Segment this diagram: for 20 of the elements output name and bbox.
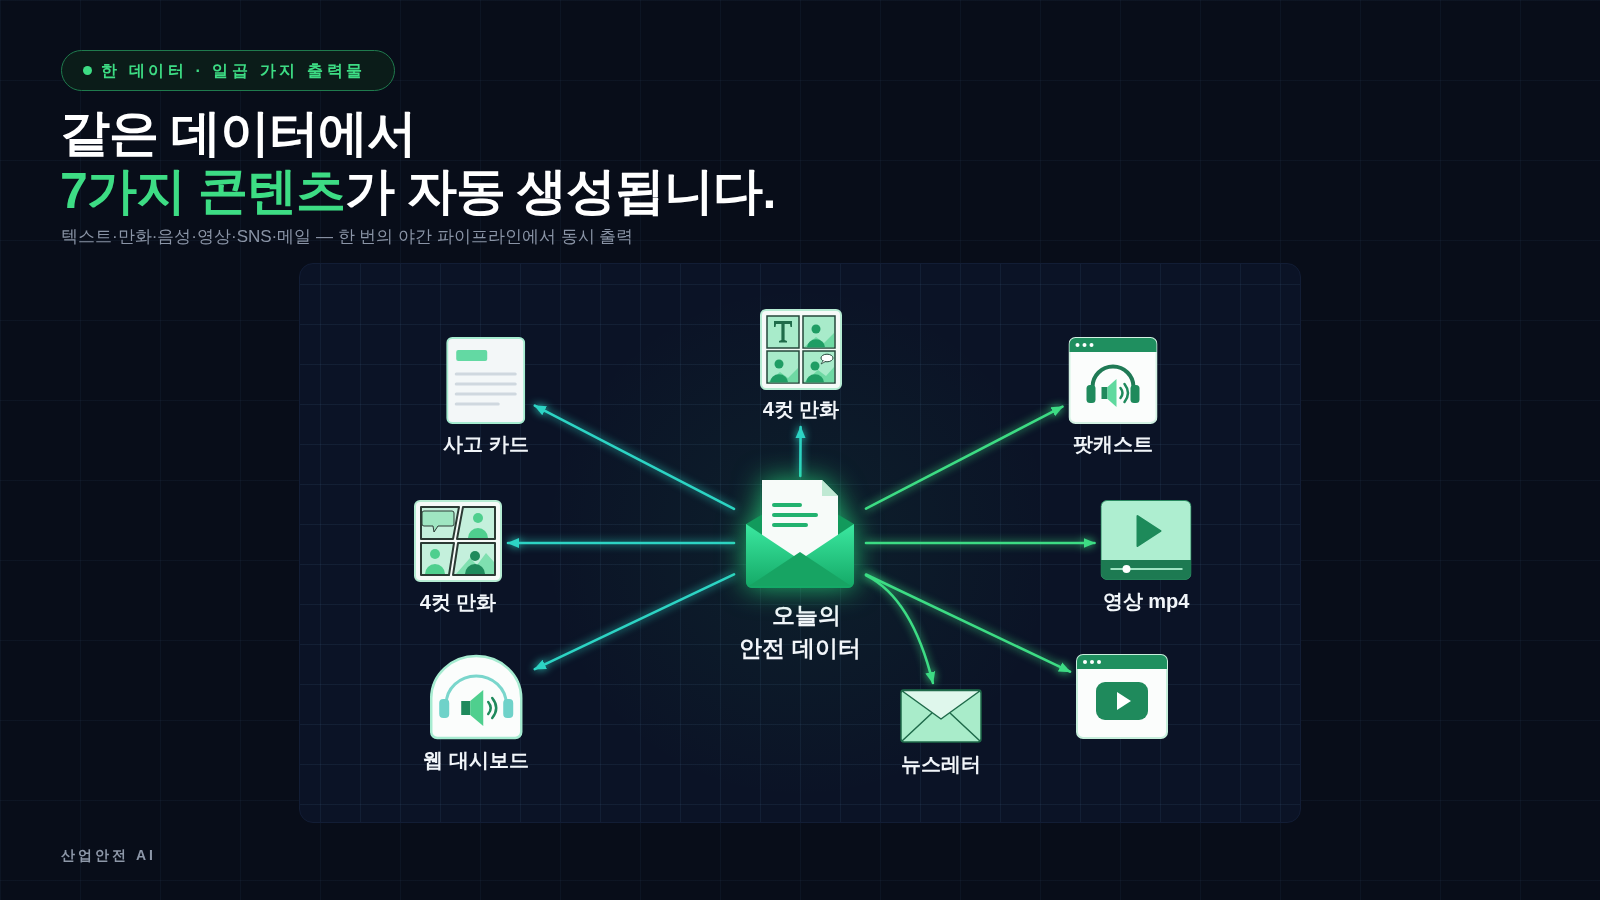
node-label: 사고 카드	[443, 432, 529, 456]
node-label: 오늘의 안전 데이터	[738, 601, 862, 663]
node-label: 뉴스레터	[901, 752, 981, 776]
node-label: 팟캐스트	[1073, 432, 1153, 456]
arrow	[864, 573, 1072, 673]
arrow	[533, 404, 736, 511]
footer-text: 산업안전 AI	[61, 846, 156, 864]
heading: 같은 데이터에서 7가지 콘텐츠가 자동 생성됩니다.	[60, 104, 777, 220]
node-label: 4컷 만화	[762, 397, 840, 421]
tag-text: 한 데이터 · 일곱 가지 출력물	[101, 60, 366, 81]
node-label: 4컷 만화	[419, 590, 497, 614]
arrow	[864, 538, 1096, 548]
arrow	[533, 573, 736, 671]
node-label: 영상 mp4	[1102, 589, 1190, 613]
arrow	[864, 405, 1064, 510]
arrow	[864, 574, 935, 685]
arrow	[506, 538, 736, 548]
arrow	[795, 425, 806, 478]
subtitle: 텍스트·만화·음성·영상·SNS·메일 — 한 번의 야간 파이프라인에서 동시 출력	[61, 226, 634, 248]
node-label: 웹 대시보드	[423, 748, 529, 772]
